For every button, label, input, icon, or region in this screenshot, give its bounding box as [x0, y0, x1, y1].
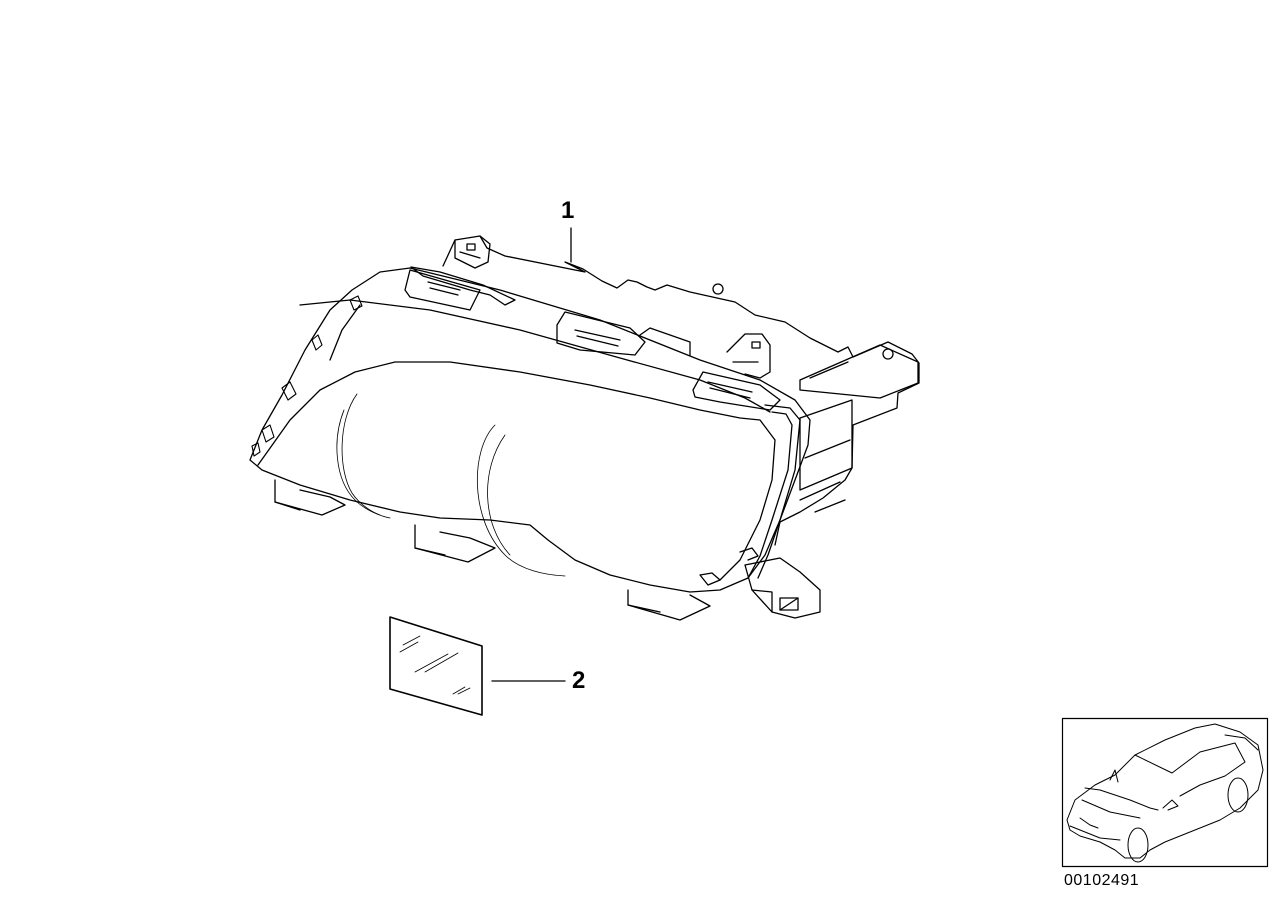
lens-glass-part — [389, 616, 483, 716]
vehicle-thumbnail — [1061, 717, 1269, 868]
glass-reflection-lines — [399, 635, 471, 695]
left-side-clips — [251, 295, 363, 457]
car-outline-icon — [1066, 723, 1264, 863]
reflector-arcs — [336, 393, 566, 577]
callout-2-label[interactable]: 2 — [572, 667, 586, 694]
callout-1-label[interactable]: 1 — [561, 197, 575, 224]
diagram-id-label: 00102491 — [1064, 872, 1140, 889]
headlight-lens-front — [249, 267, 811, 593]
headlight-rear-housing — [442, 235, 920, 619]
bottom-mounting-tabs — [274, 479, 759, 621]
bezel-top-clips — [404, 266, 781, 411]
